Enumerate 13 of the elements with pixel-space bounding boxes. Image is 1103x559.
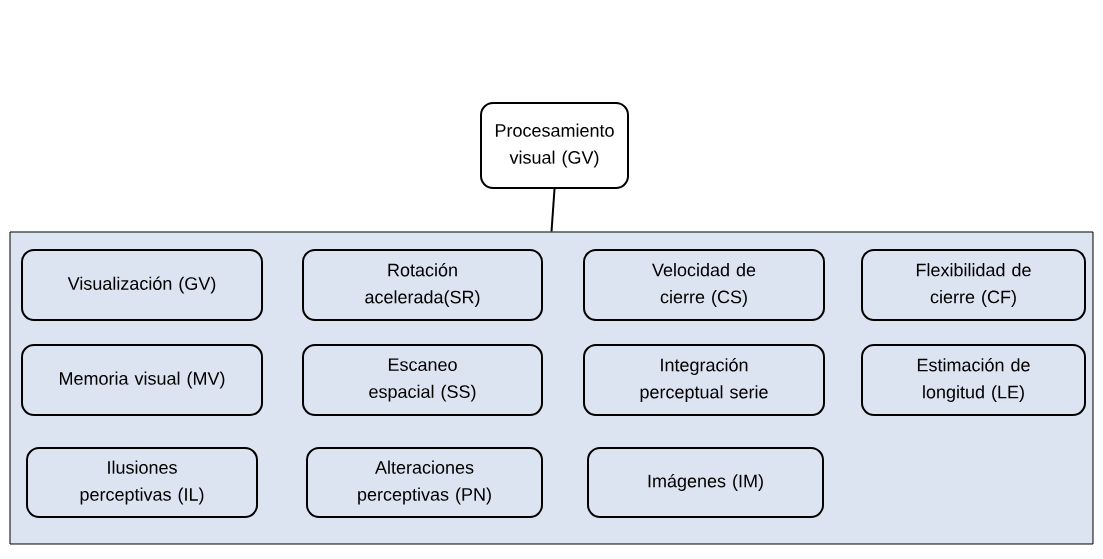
process-box: Integración perceptual serie bbox=[583, 344, 825, 416]
process-box: Imágenes (IM) bbox=[587, 447, 824, 518]
process-box: Ilusiones perceptivas (IL) bbox=[26, 447, 258, 518]
process-box: Escaneo espacial (SS) bbox=[302, 344, 543, 416]
process-box: Velocidad de cierre (CS) bbox=[583, 249, 825, 321]
process-box: Flexibilidad de cierre (CF) bbox=[861, 249, 1086, 321]
connector-line bbox=[550, 188, 556, 233]
process-box: Alteraciones perceptivas (PN) bbox=[306, 447, 543, 518]
process-box: Visualización (GV) bbox=[21, 249, 263, 321]
process-box: Estimación de longitud (LE) bbox=[861, 344, 1086, 416]
process-box: Procesamiento visual (GV) bbox=[480, 102, 629, 189]
process-box: Rotación acelerada(SR) bbox=[302, 249, 543, 321]
process-box: Memoria visual (MV) bbox=[21, 344, 263, 416]
